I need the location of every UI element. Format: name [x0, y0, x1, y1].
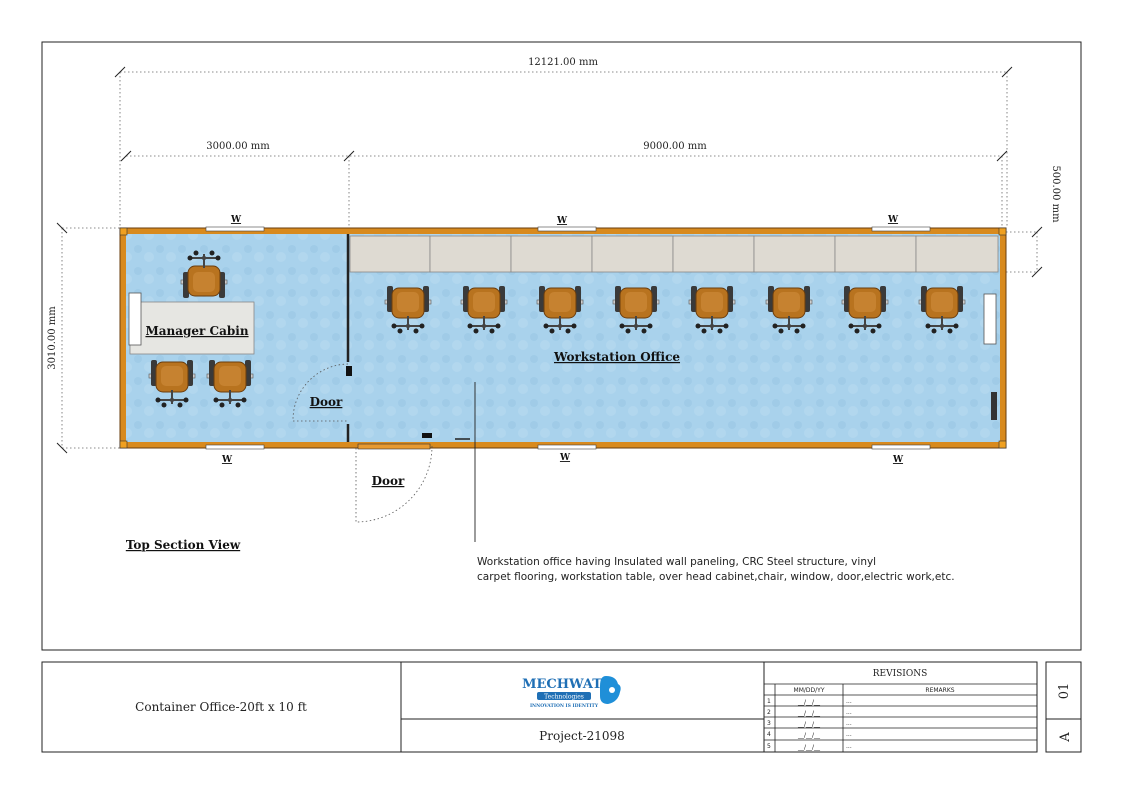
- rev-date: __/__/__: [797, 732, 821, 739]
- chair: [148, 359, 196, 409]
- overhead-cabinets: [349, 235, 999, 273]
- logo-sub: Technologies: [544, 694, 584, 701]
- rev-remark: ...: [846, 731, 852, 738]
- title-block: [41, 661, 1082, 753]
- chair: [460, 285, 508, 335]
- cabinet-depth-dim: 500.00 mm: [1050, 165, 1061, 223]
- window-label: W: [559, 453, 571, 463]
- drawing-title: Container Office-20ft x 10 ft: [135, 700, 307, 714]
- description-line-1: Workstation office having Insulated wall…: [477, 556, 876, 568]
- inner-door: [292, 363, 352, 422]
- sheet-number: 01: [1057, 683, 1072, 700]
- electric-panel: [991, 392, 997, 420]
- chair: [688, 285, 736, 335]
- rev-date: __/__/__: [797, 699, 821, 706]
- logo-name: MECHWAT: [522, 677, 602, 692]
- revisions-table: [764, 683, 1037, 752]
- window-label: W: [230, 215, 242, 225]
- rev-remark: ...: [846, 698, 852, 705]
- drawing-border: [41, 41, 1082, 651]
- chair: [180, 249, 228, 299]
- rev-num: 5: [767, 743, 771, 750]
- window-left: [128, 292, 142, 346]
- logo-tagline: INNOVATION IS IDENTITY: [530, 703, 599, 709]
- outer-door: [355, 433, 433, 523]
- rev-remark: ...: [846, 720, 852, 727]
- chair: [841, 285, 889, 335]
- rev-row: 2 __/__/__ ...: [767, 709, 852, 717]
- view-title: Top Section View: [126, 538, 241, 552]
- overall-width-dim: 3010.00 mm: [47, 306, 58, 370]
- company-logo: MECHWAT Technologies INNOVATION IS IDENT…: [522, 676, 621, 709]
- rev-num: 4: [767, 731, 771, 738]
- window-label: W: [556, 216, 568, 226]
- door-label-inner: Door: [310, 395, 343, 409]
- manager-desk: [129, 301, 255, 355]
- rev-num: 1: [767, 698, 771, 705]
- window-label: W: [887, 215, 899, 225]
- rev-date: __/__/__: [797, 710, 821, 717]
- cabin-length-dim: 3000.00 mm: [206, 141, 270, 152]
- rev-remark: ...: [846, 743, 852, 750]
- rev-row: 3 __/__/__ ...: [767, 720, 852, 728]
- rev-date: __/__/__: [797, 721, 821, 728]
- rev-remark: ...: [846, 709, 852, 716]
- rev-num: 2: [767, 709, 771, 716]
- workstation-length-dim: 9000.00 mm: [643, 141, 707, 152]
- window-right: [983, 293, 997, 345]
- description-line-2: carpet flooring, workstation table, over…: [477, 571, 955, 583]
- rev-row: 4 __/__/__ ...: [767, 731, 852, 739]
- rev-date: __/__/__: [797, 744, 821, 751]
- rev-row: 5 __/__/__ ...: [767, 743, 852, 751]
- rev-col-date: MM/DD/YY: [794, 687, 825, 694]
- chair: [612, 285, 660, 335]
- rev-num: 3: [767, 720, 771, 727]
- floor-plan: [119, 226, 1007, 523]
- chair: [918, 285, 966, 335]
- room-label-manager: Manager Cabin: [145, 324, 248, 338]
- room-label-workstation: Workstation Office: [553, 350, 680, 364]
- rev-col-remarks: REMARKS: [925, 687, 954, 694]
- window-label: W: [221, 455, 233, 465]
- wall-windows: [205, 226, 931, 450]
- rev-row: 1 __/__/__ ...: [767, 698, 852, 706]
- revisions-title: REVISIONS: [873, 669, 928, 679]
- sheet-size: A: [1058, 732, 1073, 743]
- project-number: Project-21098: [539, 729, 625, 743]
- chair: [536, 285, 584, 335]
- overall-length-dim: 12121.00 mm: [528, 57, 598, 68]
- chair: [765, 285, 813, 335]
- chair: [384, 285, 432, 335]
- chair: [206, 359, 254, 409]
- door-label-outer: Door: [372, 474, 405, 488]
- window-label: W: [892, 455, 904, 465]
